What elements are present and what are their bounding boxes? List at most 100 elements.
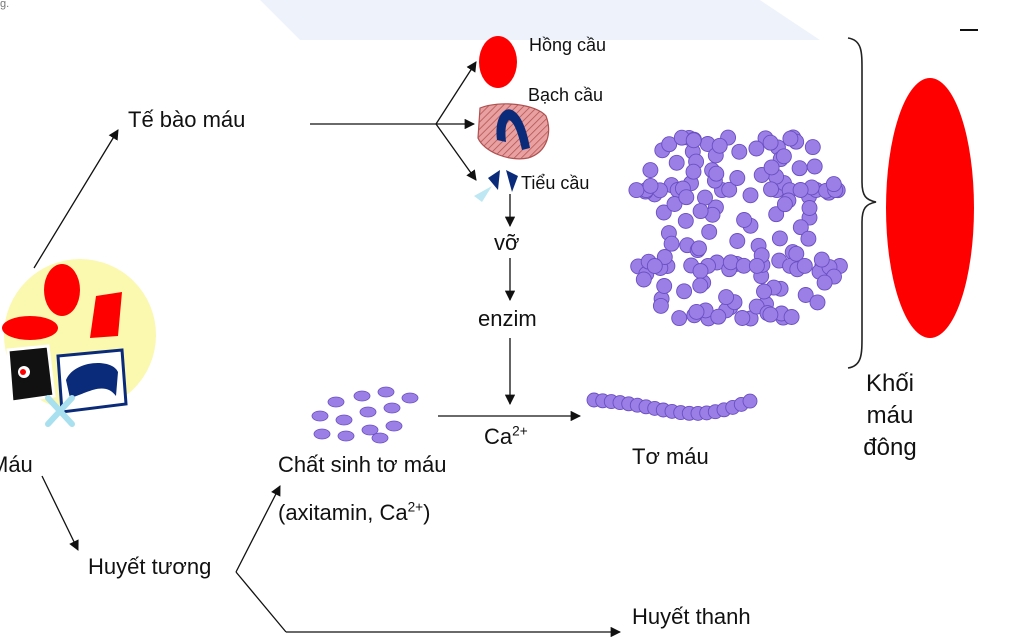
arrows [33, 61, 622, 638]
label-vo: vỡ [494, 230, 520, 255]
khoi-line-3: đông [863, 434, 917, 461]
curly-brace [847, 37, 877, 369]
fibrin-mesh [628, 129, 848, 327]
fibrin-bead [642, 162, 659, 179]
arrow-huyettuong-to-chatsinh [235, 485, 281, 573]
fibrin-bead [783, 309, 800, 325]
fibrin-bead [685, 132, 702, 149]
background-band [260, 0, 820, 40]
fibrin-bead [711, 137, 728, 154]
fibrin-bead [691, 240, 707, 257]
ca-superscript: 2+ [512, 423, 528, 439]
fibrin-bead [729, 170, 746, 186]
axitamin-close: ) [423, 500, 431, 525]
fibrin-bead [718, 289, 735, 306]
fibrin-bead [763, 181, 779, 198]
fibrin-bead [788, 245, 805, 262]
arrow-to-hongcau [435, 61, 477, 125]
fibrin-bead [642, 177, 659, 194]
fibrin-bead [800, 230, 817, 247]
fibrin-bead [656, 249, 673, 265]
fibrin-bead [748, 257, 765, 274]
axitamin-superscript: 2+ [407, 499, 424, 515]
label-axitamin: (axitamin, Ca2+) [278, 499, 431, 525]
fibrin-bead [797, 287, 814, 303]
white-blood-cell [477, 103, 550, 160]
label-chat-sinh-to-mau: Chất sinh tơ máu [278, 452, 447, 477]
fibrin-bead [655, 204, 672, 221]
fibrin-bead [776, 196, 793, 213]
label-huyet-tuong: Huyết tương [88, 554, 212, 579]
fibrin-bead [692, 263, 709, 279]
fibrin-bead [677, 212, 694, 229]
fibrin-bead [731, 143, 748, 160]
fibrin-bead [666, 196, 683, 212]
blood-clot [886, 78, 974, 338]
fibrin-bead [708, 165, 725, 182]
label-to-mau: Tơ máu [632, 444, 709, 469]
fibrin-bead [791, 160, 808, 177]
fibrin-bead [736, 212, 753, 228]
fibrin-bead [671, 310, 688, 327]
fibrin-bead [813, 251, 830, 268]
khoi-line-1: Khối [865, 370, 915, 397]
fibrin-bead [652, 297, 669, 314]
fibrin-bead [762, 134, 779, 151]
fibrin-bead [816, 274, 833, 291]
blood-illustration [2, 259, 156, 427]
arrow-huyettuong-to-huyetthanh [235, 571, 287, 633]
fibrin-bead [692, 203, 709, 220]
fibrin-bead [825, 176, 842, 193]
fibrin-bead [729, 233, 746, 249]
fibrin-bead [628, 182, 645, 199]
fibrin-bead [676, 283, 693, 300]
label-te-bao-mau: Tế bào máu [128, 107, 246, 132]
fibrin-bead [656, 278, 673, 294]
fibrin-bead [804, 139, 821, 156]
label-bach-cau: Bạch cầu [528, 85, 604, 105]
platelets [474, 170, 518, 202]
fibrin-bead [692, 277, 709, 294]
fibrin-bead [792, 219, 809, 236]
fibrin-bead [771, 230, 788, 247]
fibrin-bead [742, 393, 758, 409]
fibrin-bead [688, 303, 705, 320]
label-huyet-thanh: Huyết thanh [632, 604, 751, 629]
label-mau: Máu [0, 452, 33, 477]
fibrin-bead [763, 159, 780, 176]
fibrin-bead [721, 181, 738, 198]
fibrin-bead [782, 130, 799, 147]
fibrin-bead [796, 257, 813, 274]
fibrin-bead [756, 283, 772, 300]
red-blood-cell [479, 36, 517, 88]
arrow-to-tieucau [435, 123, 477, 181]
label-enzim: enzim [478, 306, 537, 331]
fibrin-bead [635, 271, 652, 288]
arrow-mau-to-huyettuong [41, 475, 79, 551]
fibrin-bead [768, 206, 785, 223]
fibrin-bead [685, 163, 702, 180]
fibrin-bead [668, 154, 685, 171]
fibrin-bead [646, 258, 663, 274]
axitamin-text: (axitamin, Ca [278, 500, 408, 525]
fibrin-bead [710, 308, 727, 325]
corner-text: g. [0, 0, 10, 10]
fibrin-bead [734, 310, 751, 326]
ca-text: Ca [484, 424, 513, 449]
label-hong-cau: Hồng cầu [529, 35, 607, 55]
fibrin-bead [678, 189, 695, 206]
fibrin-bead [762, 306, 779, 323]
fibrin-bead [748, 140, 765, 157]
fibrin-bead [661, 136, 678, 153]
fibrin-bead [775, 148, 792, 165]
khoi-line-2: máu [866, 402, 914, 429]
fibrin-bead [792, 182, 809, 198]
fibrin-bead [742, 187, 759, 204]
label-khoi-mau-dong: Khối máu đông [858, 368, 922, 464]
fibrinogen-dots [311, 386, 419, 444]
fibrin-bead [809, 294, 826, 311]
label-ca: Ca2+ [484, 423, 528, 449]
fibrin-bead [806, 158, 823, 175]
fibrin-bead [663, 235, 680, 252]
